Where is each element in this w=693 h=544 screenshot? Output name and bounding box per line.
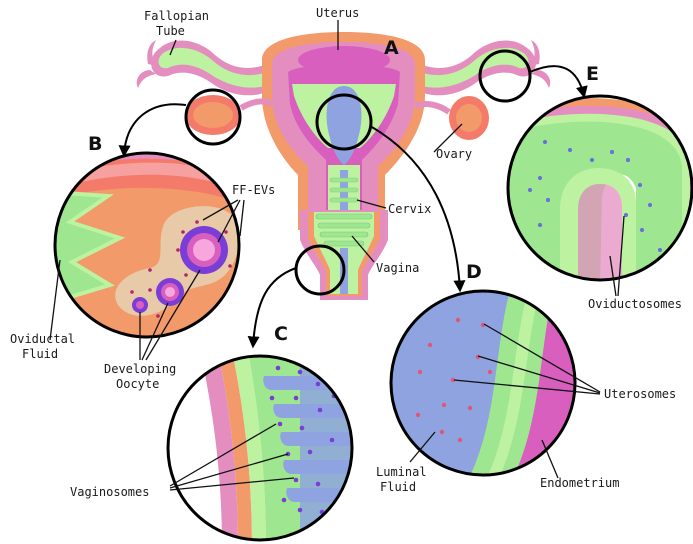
label-fallopian-tube-2: Tube [156, 24, 185, 38]
panel-letter-d: D [466, 261, 482, 283]
panel-letter-a: A [384, 37, 399, 59]
label-oviductal-fluid-2: Fluid [22, 347, 58, 361]
panel-letter-e: E [586, 63, 599, 85]
label-vagina: Vagina [376, 261, 419, 275]
left-fimbriae [137, 40, 158, 88]
label-fallopian-tube-1: Fallopian [144, 9, 209, 23]
label-oviductosomes: Oviductosomes [588, 297, 682, 311]
label-endometrium: Endometrium [540, 476, 619, 490]
panel-letter-b: B [88, 133, 102, 155]
label-oviductal-fluid-1: Oviductal [10, 332, 75, 346]
label-luminal-fluid-2: Fluid [380, 480, 416, 494]
label-uterosomes: Uterosomes [604, 387, 676, 401]
label-luminal-fluid-1: Luminal [376, 465, 427, 479]
label-developing-oocyte-1: Developing [104, 362, 176, 376]
label-cervix: Cervix [388, 202, 431, 216]
label-ff-evs: FF-EVs [232, 183, 275, 197]
label-ovary: Ovary [436, 147, 472, 161]
label-developing-oocyte-2: Oocyte [116, 377, 159, 391]
uterine-cavity [298, 46, 390, 74]
label-uterus: Uterus [316, 6, 359, 20]
arrow-to-b [124, 104, 186, 155]
label-vaginosomes: Vaginosomes [70, 485, 149, 499]
panel-c-vagina-zoom [160, 350, 360, 544]
panel-letter-c: C [274, 323, 288, 345]
